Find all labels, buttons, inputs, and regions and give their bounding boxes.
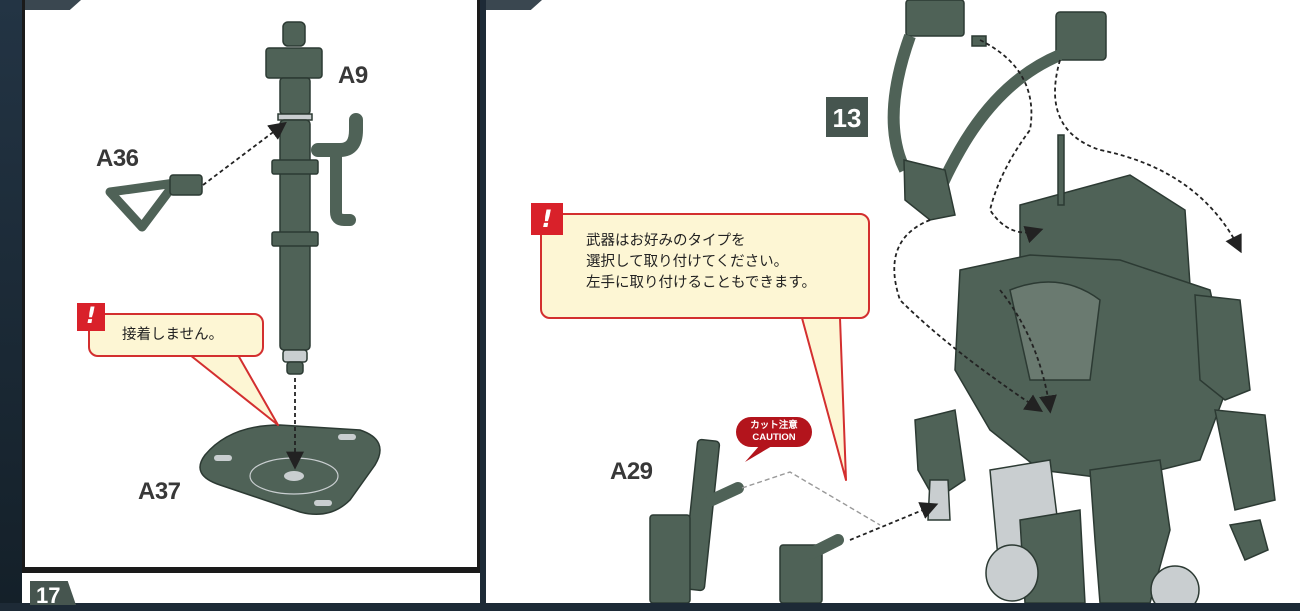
arrows-right <box>849 39 1242 541</box>
arrow-a36-to-a9 <box>202 121 287 186</box>
label-a9: A9 <box>338 62 368 89</box>
callout-weapon-choice: 武器はお好みのタイプを 選択して取り付けてください。 左手に取り付けることもでき… <box>540 213 870 319</box>
callout-no-glue-text: 接着しません。 <box>122 327 224 343</box>
label-a37: A37 <box>138 478 181 505</box>
left-panel-corner-tab <box>25 0 81 10</box>
part-a37-base-plate <box>199 424 381 515</box>
caution-badge: カット注意 CAUTION <box>736 417 812 447</box>
callout-line-2: 選択して取り付けてください。 <box>586 254 789 270</box>
warning-icon: ! <box>531 203 563 235</box>
callout-no-glue: 接着しません。 <box>88 313 264 357</box>
caution-badge-tail <box>745 445 772 462</box>
part-hose-and-tanks <box>887 0 1107 221</box>
part-mech-body <box>914 134 1276 603</box>
next-step-strip: 17 <box>22 570 480 605</box>
step-number-13: 13 <box>826 97 868 137</box>
page-background-edge <box>0 0 22 603</box>
caution-jp-text: カット注意 <box>750 420 798 431</box>
step-number-17: 17 <box>30 581 76 605</box>
callout-line-1: 武器はお好みのタイプを <box>586 233 746 249</box>
label-a29: A29 <box>610 458 653 485</box>
part-a9-stand-pole <box>265 21 363 375</box>
part-a36-triangle-grip <box>105 174 203 232</box>
callout-tail-right <box>801 317 847 481</box>
label-a36: A36 <box>96 145 139 172</box>
callout-tail-left <box>189 354 279 426</box>
cut-guide-line <box>741 471 881 526</box>
part-a29-weapon <box>649 438 844 603</box>
right-panel-corner-tab <box>486 0 542 10</box>
warning-icon: ! <box>77 303 105 331</box>
callout-line-3: 左手に取り付けることもできます。 <box>586 275 816 291</box>
caution-en-text: CAUTION <box>752 432 796 443</box>
